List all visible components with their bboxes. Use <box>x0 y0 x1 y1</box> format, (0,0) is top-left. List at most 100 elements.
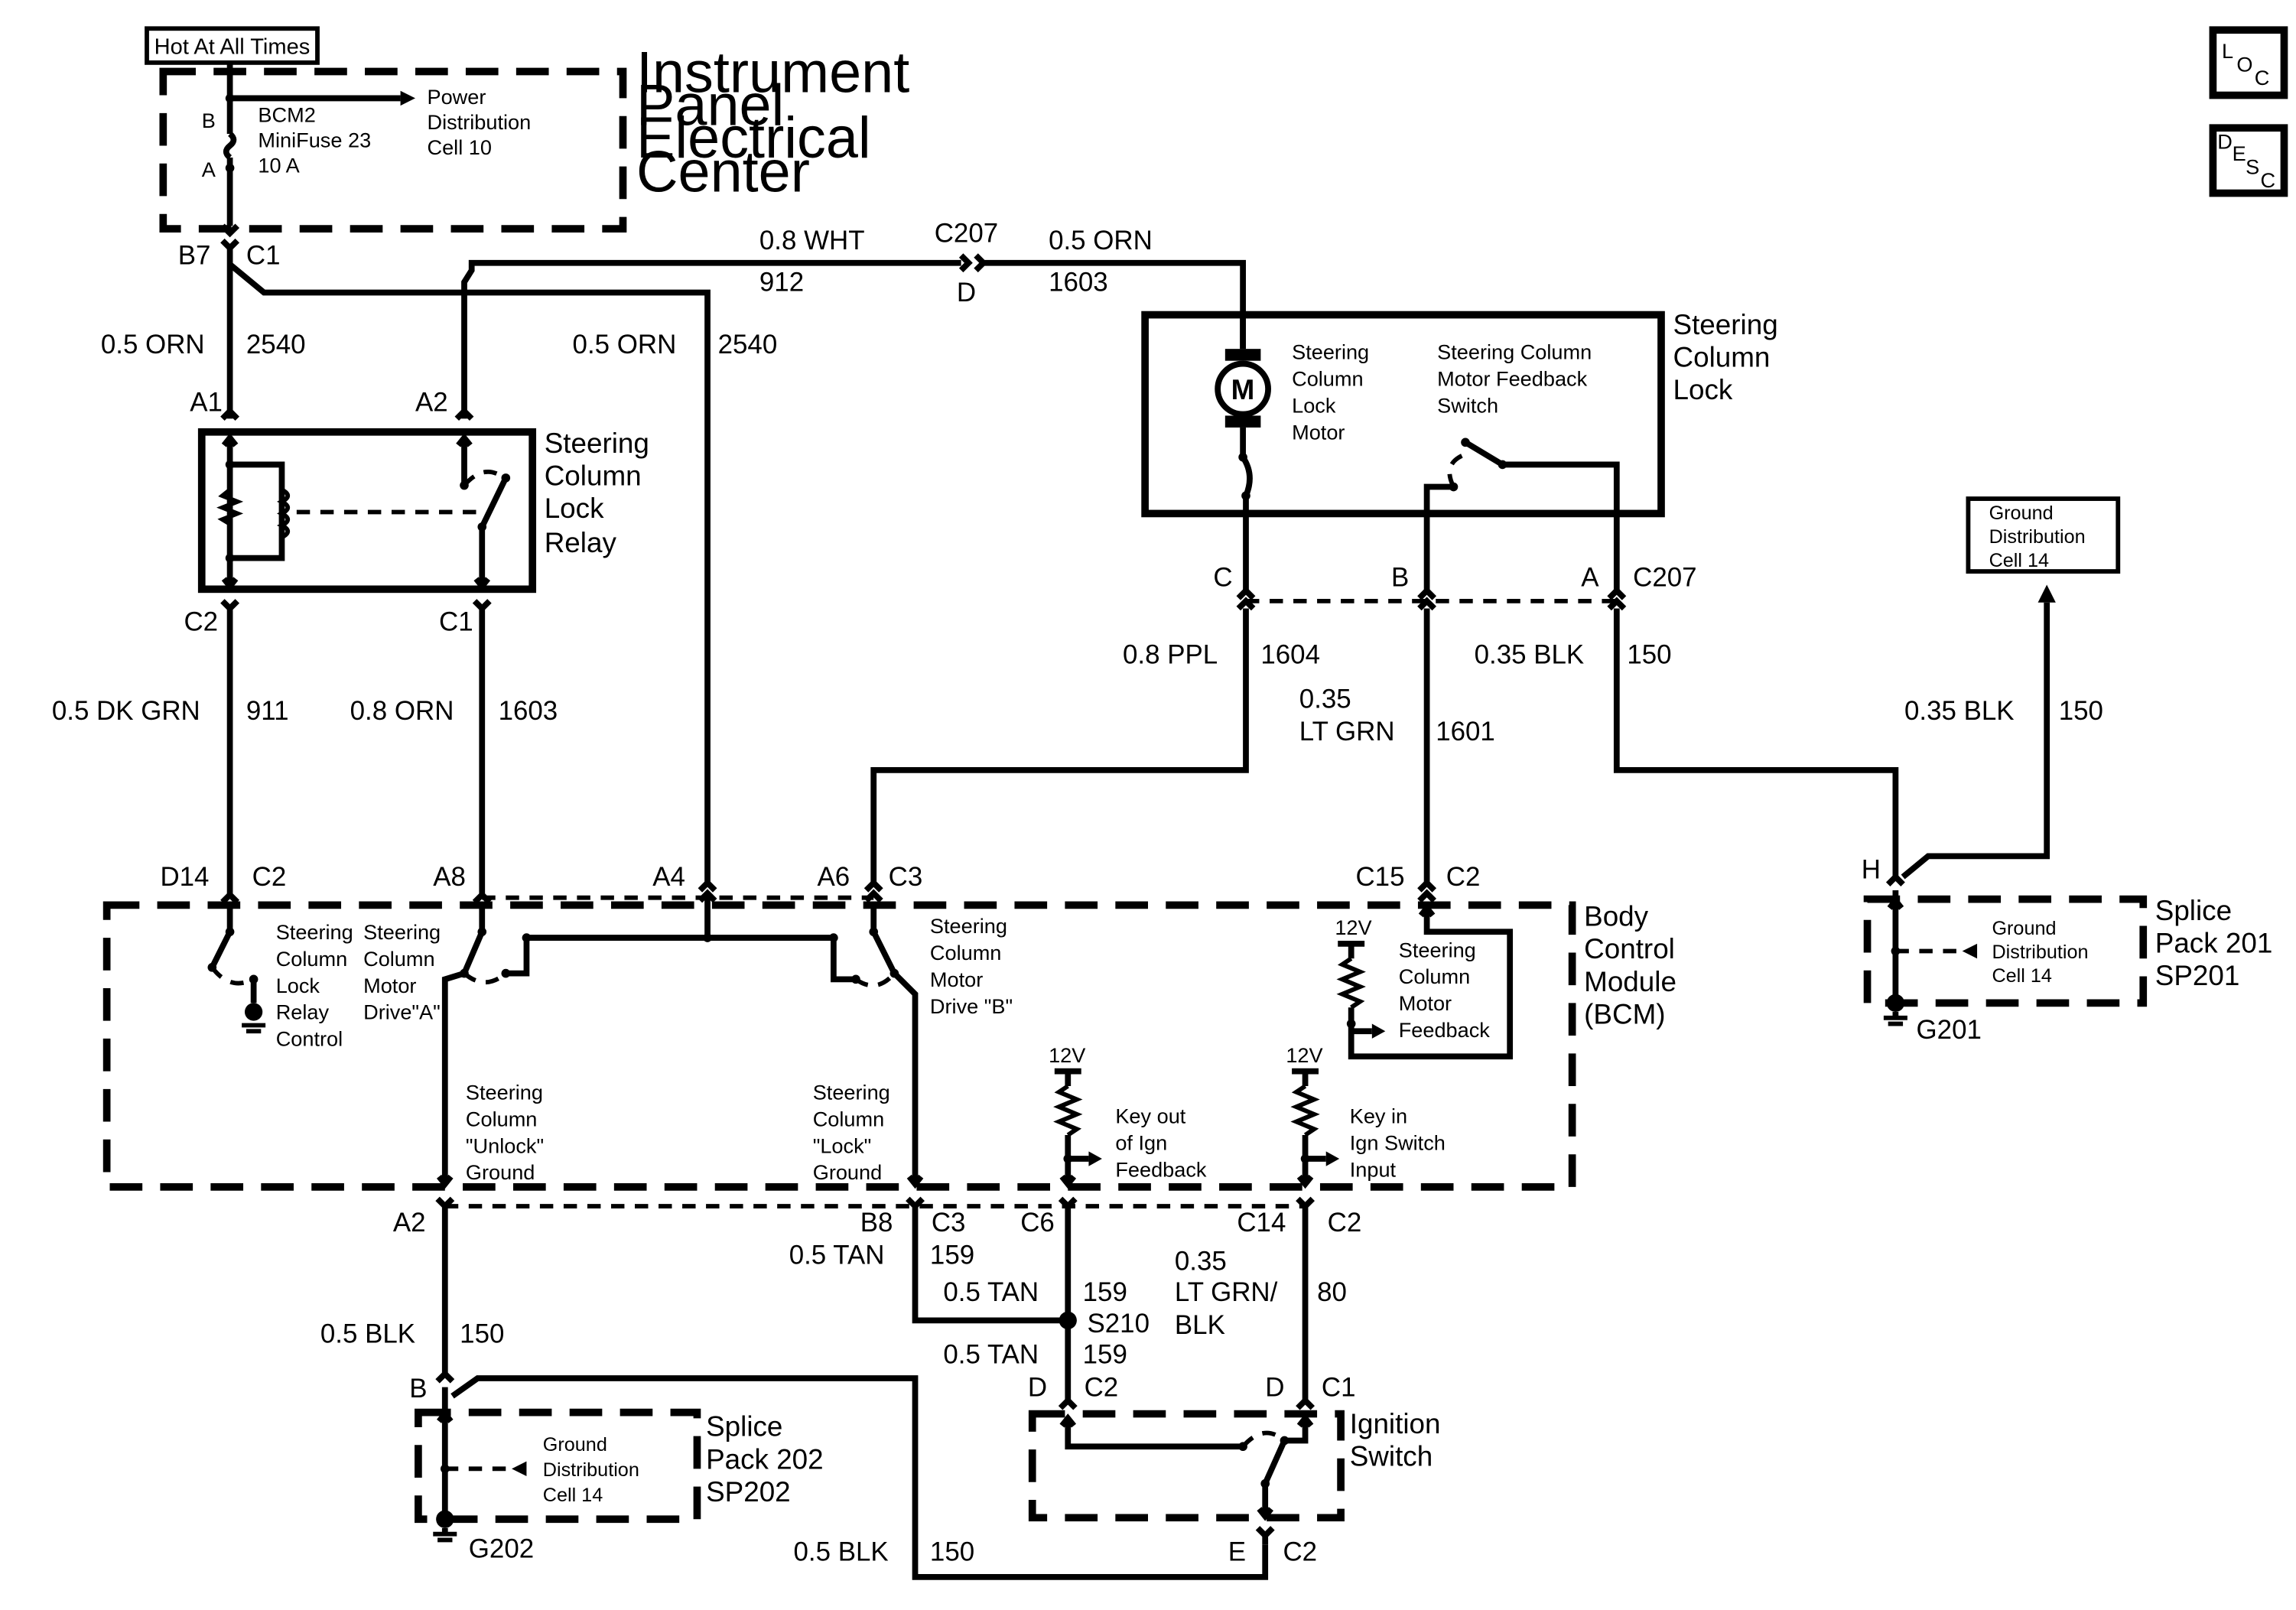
svg-text:C14: C14 <box>1237 1208 1286 1238</box>
svg-text:Key out: Key out <box>1115 1104 1185 1127</box>
hot-at-all-times-label: Hot At All Times <box>145 26 320 65</box>
svg-text:S210: S210 <box>1087 1309 1150 1338</box>
svg-text:(BCM): (BCM) <box>1584 999 1665 1030</box>
loc-icon[interactable]: L O C <box>2209 26 2288 99</box>
wire-2540-relay: 0.5 ORN 2540 <box>101 248 306 419</box>
svg-text:0.35: 0.35 <box>1175 1246 1227 1276</box>
svg-text:SP201: SP201 <box>2155 960 2240 991</box>
svg-text:Lock: Lock <box>1673 374 1733 405</box>
svg-text:of Ign: of Ign <box>1115 1130 1167 1154</box>
svg-text:S: S <box>2246 154 2259 178</box>
svg-text:Steering: Steering <box>930 914 1007 938</box>
svg-text:0.5 ORN: 0.5 ORN <box>1049 226 1153 255</box>
svg-text:C1: C1 <box>246 241 281 271</box>
svg-text:Switch: Switch <box>1350 1440 1433 1472</box>
splice-pack-201: H Ground Distribution Cell 14 Splice Pac… <box>1862 854 2273 1044</box>
svg-text:A1: A1 <box>190 388 223 418</box>
svg-text:LT GRN: LT GRN <box>1299 717 1395 746</box>
svg-text:D: D <box>1028 1372 1047 1402</box>
wire-150-ground-ref: 0.35 BLK 150 <box>1901 584 2103 880</box>
svg-text:C2: C2 <box>1283 1537 1317 1567</box>
svg-text:C15: C15 <box>1355 862 1404 892</box>
svg-text:0.8 ORN: 0.8 ORN <box>350 696 454 726</box>
svg-text:D: D <box>1265 1372 1284 1402</box>
svg-text:1601: 1601 <box>1436 717 1495 746</box>
svg-text:Ground: Ground <box>543 1434 607 1456</box>
svg-text:Feedback: Feedback <box>1115 1157 1207 1181</box>
svg-text:12V: 12V <box>1335 916 1371 939</box>
svg-text:Ground: Ground <box>1989 503 2054 524</box>
svg-text:Column: Column <box>1399 964 1470 988</box>
svg-text:Ground: Ground <box>466 1160 535 1184</box>
svg-text:Lock: Lock <box>276 974 320 997</box>
desc-icon[interactable]: D E S C <box>2209 124 2288 197</box>
svg-text:1603: 1603 <box>1049 268 1108 298</box>
svg-text:150: 150 <box>460 1319 504 1348</box>
svg-text:Column: Column <box>545 460 642 492</box>
svg-text:C2: C2 <box>252 862 287 892</box>
svg-text:0.5 ORN: 0.5 ORN <box>573 330 677 359</box>
svg-text:Instrument: Instrument <box>636 41 909 106</box>
svg-text:H: H <box>1862 854 1881 884</box>
steering-column-lock: Steering Column Lock M Steering Column L… <box>1141 309 1778 591</box>
svg-text:LT GRN/: LT GRN/ <box>1175 1277 1278 1307</box>
bcm-bottom-connectors: A2 B8 C3 C6 C14 C2 <box>393 1196 1362 1238</box>
svg-text:Steering: Steering <box>545 428 649 459</box>
instrument-panel-electrical-center: Instrument Panel Electrical Center <box>159 41 909 233</box>
svg-text:C2: C2 <box>1328 1208 1362 1238</box>
svg-text:80: 80 <box>1317 1277 1347 1307</box>
svg-text:Key in: Key in <box>1350 1104 1407 1127</box>
svg-text:D14: D14 <box>160 862 209 892</box>
svg-text:Cell 14: Cell 14 <box>1989 550 2049 571</box>
svg-text:Motor: Motor <box>1292 420 1345 444</box>
svg-text:Distribution: Distribution <box>428 110 532 134</box>
svg-text:Lock: Lock <box>1292 394 1336 418</box>
svg-text:Steering: Steering <box>276 920 353 944</box>
wire-159-lock-gnd: 0.5 TAN 159 <box>789 1206 1068 1324</box>
wire-1601: 0.35 LT GRN 1601 <box>1299 608 1495 883</box>
wire-159-key-out: 0.5 TAN 159 <box>943 1206 1127 1401</box>
svg-text:Column: Column <box>813 1107 884 1130</box>
svg-text:C2: C2 <box>1085 1372 1119 1402</box>
wire-1603-bcm: 0.8 ORN 1603 <box>350 608 558 895</box>
svg-text:Column: Column <box>466 1107 537 1130</box>
svg-text:A: A <box>1581 562 1599 592</box>
svg-text:SP202: SP202 <box>706 1476 791 1508</box>
svg-text:Cell 14: Cell 14 <box>543 1485 603 1506</box>
svg-text:Column: Column <box>1673 341 1771 372</box>
svg-text:Ground: Ground <box>1992 918 2056 939</box>
ignition-switch: D C2 D C1 Ignition Switch E C2 <box>1028 1372 1441 1566</box>
wire-911: 0.5 DK GRN 911 <box>52 608 289 895</box>
svg-text:C6: C6 <box>1020 1208 1055 1238</box>
svg-text:Column: Column <box>276 947 347 971</box>
svg-text:0.5 TAN: 0.5 TAN <box>789 1241 885 1270</box>
svg-text:150: 150 <box>930 1537 974 1567</box>
svg-text:Electrical: Electrical <box>636 106 871 171</box>
svg-text:Column: Column <box>1292 367 1363 391</box>
svg-text:Power: Power <box>428 85 486 109</box>
svg-text:Steering: Steering <box>466 1080 543 1104</box>
svg-text:E: E <box>2233 141 2246 165</box>
svg-text:Drive"A": Drive"A" <box>363 1000 441 1024</box>
connector-c207-d: C207 D <box>935 219 998 308</box>
svg-text:A6: A6 <box>818 862 850 892</box>
svg-text:Module: Module <box>1584 966 1676 997</box>
svg-text:911: 911 <box>246 696 289 726</box>
svg-text:D: D <box>957 278 976 307</box>
svg-text:0.35 BLK: 0.35 BLK <box>1904 696 2015 726</box>
svg-text:D: D <box>2217 129 2233 153</box>
svg-text:Relay: Relay <box>276 1000 330 1024</box>
svg-text:150: 150 <box>1627 639 1671 669</box>
svg-text:B8: B8 <box>860 1208 893 1238</box>
svg-text:C2: C2 <box>184 607 218 637</box>
svg-text:A2: A2 <box>415 388 448 418</box>
bcm2-minifuse-23: B A BCM2 MiniFuse 23 10 A <box>202 71 371 226</box>
svg-text:12V: 12V <box>1049 1043 1085 1067</box>
svg-text:Panel: Panel <box>636 73 784 138</box>
svg-text:Ignition: Ignition <box>1350 1408 1441 1439</box>
svg-text:Distribution: Distribution <box>543 1459 639 1481</box>
svg-text:Control: Control <box>276 1027 343 1051</box>
svg-text:0.8 PPL: 0.8 PPL <box>1123 639 1218 669</box>
svg-text:Splice: Splice <box>2155 895 2232 926</box>
